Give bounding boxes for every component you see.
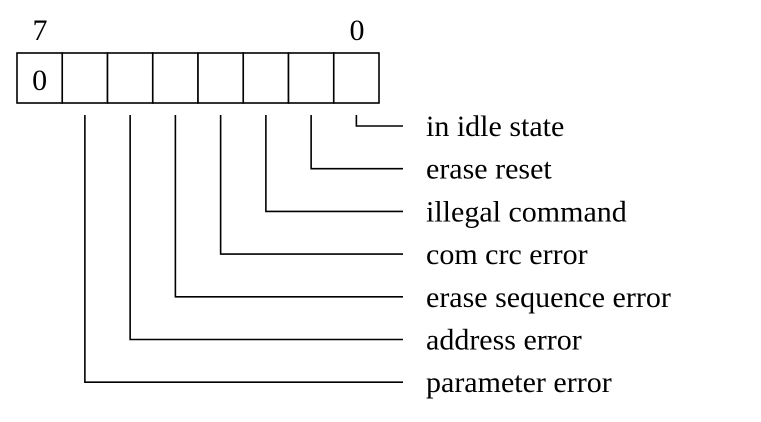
register-cells: 0	[16, 52, 380, 104]
flag-label-bit-5: address error	[426, 324, 582, 357]
lsb-bit-number: 0	[350, 14, 365, 47]
flag-label-bit-4: erase sequence error	[426, 281, 671, 314]
bit-cell-3	[197, 52, 245, 104]
flag-leader-lines	[84, 115, 403, 384]
flag-label-bit-0: in idle state	[426, 110, 564, 143]
bit-cell-5	[106, 52, 154, 104]
leader-line-bit-6	[84, 115, 403, 384]
flag-label-bit-2: illegal command	[426, 195, 627, 228]
bit-cell-0	[332, 52, 380, 104]
bit-cell-7	[16, 52, 64, 104]
leader-line-bit-4	[174, 115, 403, 298]
flag-label-bit-6: parameter error	[426, 366, 612, 399]
leader-line-bit-3	[219, 115, 403, 255]
leader-line-bit-2	[265, 115, 403, 213]
bit-cell-2	[242, 52, 290, 104]
bit-cell-6	[61, 52, 109, 104]
msb-bit-number: 7	[33, 14, 48, 47]
flag-label-bit-1: erase reset	[426, 153, 552, 186]
leader-line-bit-0	[355, 115, 403, 127]
flag-label-bit-3: com crc error	[426, 238, 588, 271]
bit-cell-1	[287, 52, 335, 104]
bit-cell-4	[151, 52, 199, 104]
bit-value-7: 0	[32, 64, 47, 97]
leader-line-bit-1	[310, 115, 403, 170]
flag-labels: in idle state erase reset illegal command c…	[426, 110, 671, 399]
leader-line-bit-5	[129, 115, 403, 341]
